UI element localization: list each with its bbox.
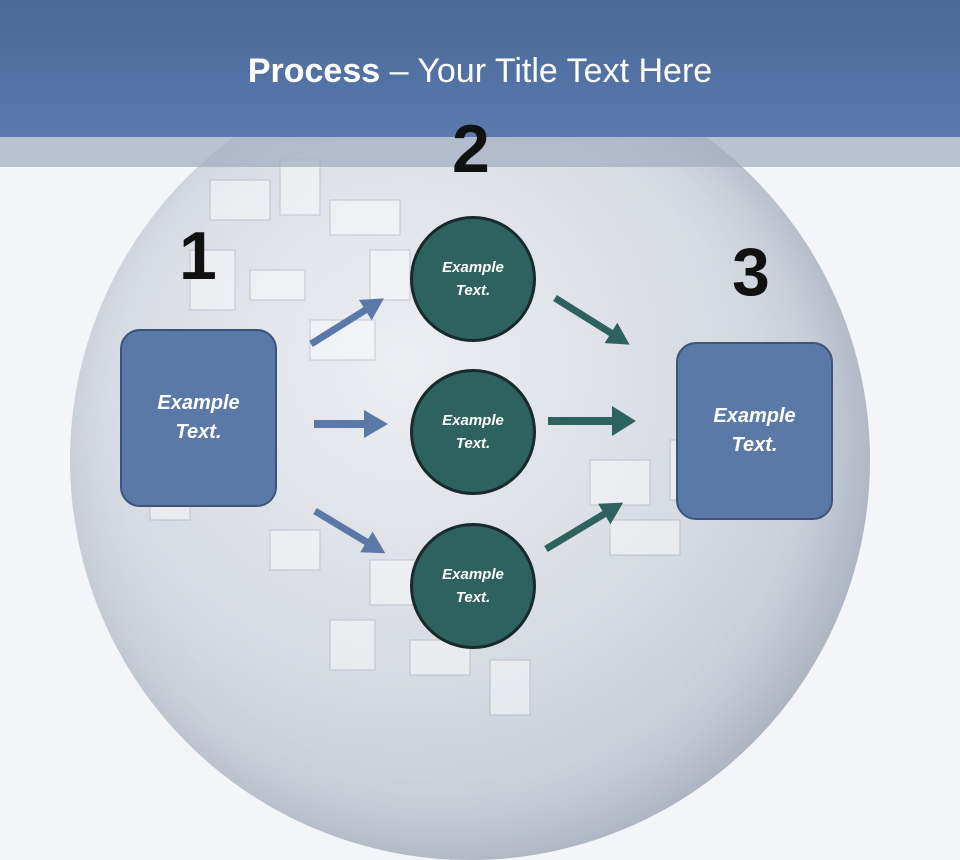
arrow-top-to-right xyxy=(553,295,630,345)
step-number-1: 1 xyxy=(179,218,217,294)
right-arrows xyxy=(544,295,636,553)
left-box-line2: Text. xyxy=(175,421,222,443)
left-arrows xyxy=(309,298,388,554)
arrow-left-to-middle xyxy=(314,410,388,438)
header-strip xyxy=(0,137,960,167)
title-rest: – Your Title Text Here xyxy=(380,52,713,90)
right-box-line1: Example xyxy=(713,405,796,427)
circle-bottom-line1: Example xyxy=(442,565,504,583)
arrow-middle-to-right xyxy=(548,406,636,436)
arrows-layer xyxy=(309,295,636,554)
header-band xyxy=(0,0,960,137)
circle-middle-line2: Text. xyxy=(455,435,491,452)
arrow-left-to-bottom xyxy=(313,507,386,554)
left-box-line1: Example xyxy=(157,392,240,414)
circle-top-line1: Example xyxy=(442,258,504,276)
title-bold: Process xyxy=(247,52,381,90)
arrow-left-to-top xyxy=(309,298,384,347)
slide-title: Process – Your Title Text Here xyxy=(0,52,960,91)
circle-top-line2: Text. xyxy=(455,282,491,299)
arrow-bottom-to-right xyxy=(544,502,624,553)
circle-bottom-line2: Text. xyxy=(455,589,491,606)
right-box-line2: Text. xyxy=(731,434,778,456)
circle-middle-line1: Example xyxy=(442,411,504,429)
step-number-3: 3 xyxy=(732,234,770,310)
step-number-2: 2 xyxy=(452,111,490,187)
